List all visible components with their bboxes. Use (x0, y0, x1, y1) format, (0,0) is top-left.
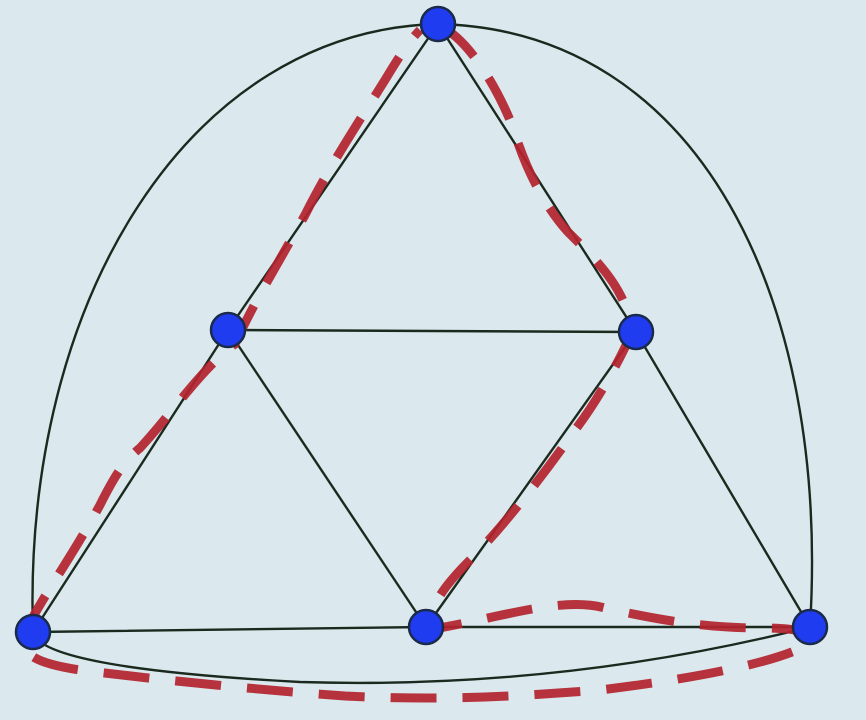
vertex-mid-right (617, 313, 655, 351)
edge-bottom-left-bottom-mid (31, 625, 428, 634)
vertex-bottom-right (791, 608, 829, 646)
edge-top-bottom-right (436, 22, 814, 629)
edge-bottom-left-bottom-right (31, 625, 812, 685)
edge-mid-left-bottom-mid (226, 328, 428, 629)
vertex-mid-left (209, 311, 247, 349)
edge-mid-right-bottom-mid (424, 330, 638, 629)
edge-top-mid-left (226, 22, 440, 332)
edge-top-bottom-left (31, 22, 440, 634)
edge-mid-right-bottom-right (634, 330, 812, 629)
edge-mid-left-mid-right (226, 328, 638, 334)
highlighted-cycle (17, 21, 820, 703)
vertex-bottom-mid (407, 608, 445, 646)
vertex-bottom-left (14, 613, 52, 651)
vertex-top (419, 5, 457, 43)
